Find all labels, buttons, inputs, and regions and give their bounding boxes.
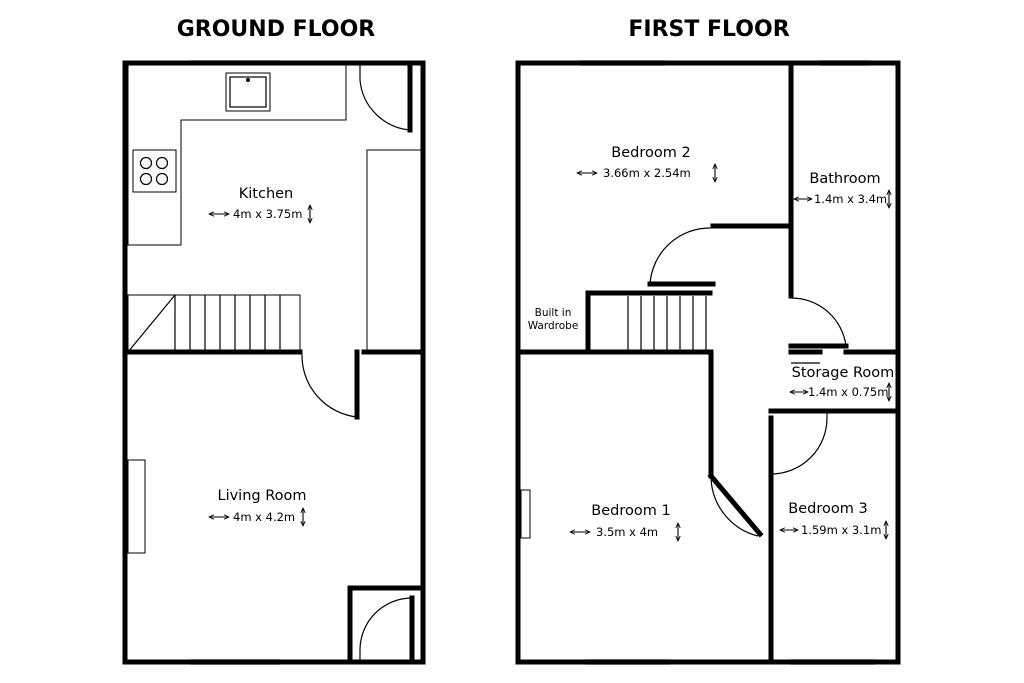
ground-floor-plan: Kitchen 4m x 3.75m Living Room 4m x 4.2m	[122, 60, 426, 665]
wardrobe-label-line-1: Built in	[535, 307, 572, 319]
first-floor-outer-wall	[515, 60, 901, 665]
front-door-swing	[359, 597, 413, 651]
first-floor-title: FIRST FLOOR	[628, 17, 789, 42]
bathroom-label: Bathroom	[809, 171, 880, 187]
kitchen-door-swing	[359, 79, 411, 131]
bedroom-1-dimensions: 3.5m x 4m	[596, 525, 658, 539]
first-floor-plan: Built in Wardrobe Bedroom 2 3.66m x 2.54…	[515, 60, 901, 665]
kitchen-label: Kitchen	[239, 186, 294, 202]
bedroom-1-door-swing	[710, 475, 759, 537]
kitchen-unit-right	[366, 149, 422, 351]
bedroom-3-dimensions: 1.59m x 3.1m	[801, 523, 881, 537]
kitchen-counter	[127, 64, 347, 246]
storage-room-dimensions: 1.4m x 0.75m	[808, 385, 888, 399]
bedroom-3-door-swing	[770, 417, 828, 475]
first-floor-stairs	[627, 296, 707, 350]
kitchen-dimensions: 4m x 3.75m	[233, 207, 302, 221]
bedroom-1-fireplace	[520, 489, 531, 539]
bedroom-1-label: Bedroom 1	[591, 503, 670, 519]
storage-room-label: Storage Room	[792, 365, 895, 381]
hob-icon	[132, 149, 177, 193]
bedroom-3-label: Bedroom 3	[788, 501, 867, 517]
living-room-door-swing	[301, 353, 358, 418]
ground-floor-title: GROUND FLOOR	[177, 17, 376, 42]
bedroom-2-label: Bedroom 2	[611, 145, 690, 161]
ground-floor-stairs	[127, 294, 301, 353]
living-room-dimensions: 4m x 4.2m	[233, 510, 295, 524]
living-room-fireplace	[127, 459, 146, 554]
living-room-label: Living Room	[217, 488, 306, 504]
bedroom-2-dimensions: 3.66m x 2.54m	[603, 166, 691, 180]
bathroom-door-swing	[790, 297, 847, 347]
bedroom-1-door-leaf	[707, 472, 764, 538]
bedroom-2-door-swing	[649, 227, 712, 285]
bathroom-dimensions: 1.4m x 3.4m	[814, 192, 887, 206]
wardrobe-label-line-2: Wardrobe	[528, 320, 579, 332]
